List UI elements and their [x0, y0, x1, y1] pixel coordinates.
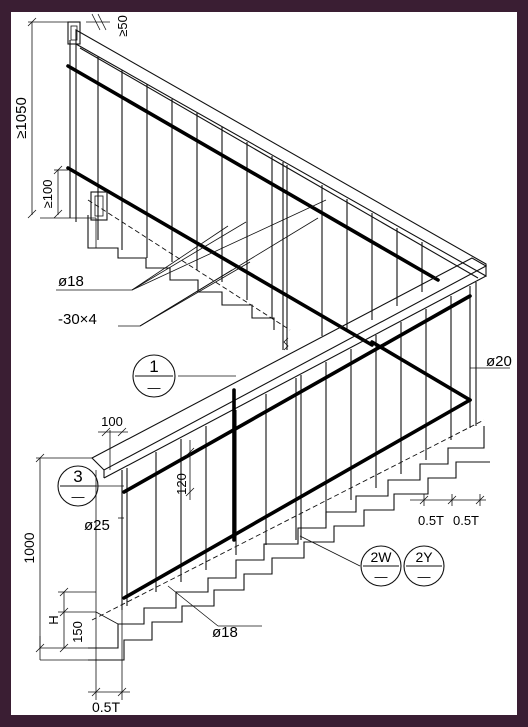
dim-min-base-label: ≥100	[40, 180, 55, 209]
upper-leaders	[56, 199, 327, 327]
annotation-labels: ≥1050 ≥50 ≥100 ø18 -30×4 ø20 ø25 ø18 100…	[13, 15, 512, 715]
bar-dia-18-lower-label: ø18	[212, 624, 238, 641]
drawing-sheet: 1 — 3 — 2W — 2Y — ≥1050 ≥50 ≥100 ø18 -30…	[11, 12, 517, 715]
lower-leaders	[96, 375, 361, 627]
dim-100-label: 100	[101, 414, 123, 429]
callout-1-ref: —	[148, 380, 161, 395]
flat-bar-label: -30×4	[58, 311, 97, 328]
right-dimensions	[410, 367, 510, 506]
half-tread-bottom-label: 0.5T	[92, 699, 120, 715]
lower-handrail	[91, 257, 488, 479]
dim-1000-label: 1000	[21, 532, 37, 563]
bar-dia-20-label: ø20	[486, 353, 512, 370]
callout-3-number: 3	[73, 467, 82, 486]
half-tread-right-2-label: 0.5T	[453, 513, 479, 528]
lower-balusters	[121, 282, 477, 610]
callout-3-ref: —	[72, 489, 85, 504]
upper-stairs	[40, 199, 291, 351]
half-tread-right-1-label: 0.5T	[418, 513, 444, 528]
dim-min-height-label: ≥1050	[13, 97, 30, 139]
callout-2w-number: 2W	[371, 549, 393, 565]
lower-stairs	[39, 419, 490, 661]
dim-120-label: 120	[174, 473, 189, 495]
callout-1-number: 1	[149, 357, 158, 376]
dim-150-label: 150	[70, 621, 85, 643]
callout-2y-number: 2Y	[415, 549, 433, 565]
dim-min-gap-label: ≥50	[115, 15, 130, 37]
detail-callout-1: 1 —	[132, 354, 176, 398]
callout-2w-ref: —	[375, 569, 388, 584]
upper-balusters	[69, 40, 423, 350]
stair-railing-drawing: 1 — 3 — 2W — 2Y — ≥1050 ≥50 ≥100 ø18 -30…	[13, 13, 512, 715]
lower-left-dimensions	[35, 427, 195, 700]
lower-bars	[122, 294, 472, 600]
detail-callout-2y: 2Y —	[403, 545, 445, 587]
top-left-dimensions	[27, 13, 110, 219]
upper-wall-bracket	[67, 21, 108, 221]
upper-bars	[66, 64, 440, 347]
bar-dia-18-upper-label: ø18	[58, 273, 84, 290]
callout-2y-ref: —	[418, 569, 431, 584]
bar-dia-25-label: ø25	[84, 517, 110, 534]
detail-callout-3: 3 —	[57, 465, 99, 507]
detail-callout-2w: 2W —	[360, 545, 402, 587]
dim-h-label: H	[46, 615, 61, 624]
